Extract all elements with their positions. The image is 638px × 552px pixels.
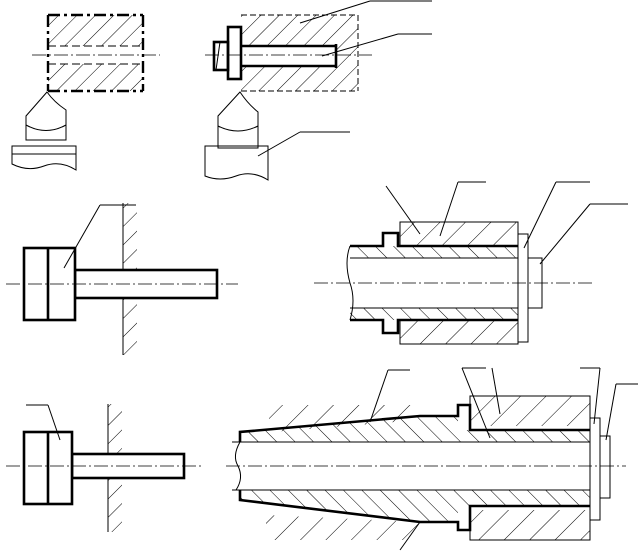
- workpiece-blank-band: [48, 46, 143, 64]
- cutting-tool: [217, 91, 259, 149]
- leader-f1: [369, 369, 389, 423]
- tapered-sleeve-top-hatch: [240, 416, 590, 442]
- tool-tip-curve: [217, 125, 259, 132]
- collar-stem: [212, 40, 230, 72]
- workpiece-bore-clear: [241, 46, 336, 66]
- leader-d3: [523, 181, 557, 249]
- washer: [589, 417, 601, 521]
- leader-f5: [605, 383, 617, 441]
- collar-break: [215, 41, 221, 71]
- view-d-bushing-assembly: [314, 181, 628, 345]
- leader-d2: [439, 181, 459, 237]
- cylindrical-housing-top-hatch: [470, 396, 590, 426]
- leader-b1: [299, 0, 371, 24]
- washer: [517, 233, 529, 343]
- bushing-top-hatch: [350, 246, 518, 258]
- leader-e1: [47, 404, 61, 441]
- tool-tip-curve: [25, 124, 67, 131]
- leader-d4: [539, 203, 591, 265]
- tapered-sleeve-bottom-hatch: [240, 490, 590, 522]
- leader-b2: [321, 33, 399, 57]
- tapered-housing-bottom-hatch: [266, 515, 420, 540]
- leader-c1: [63, 204, 101, 269]
- cutting-tool: [25, 91, 67, 141]
- leader-f2: [461, 367, 491, 439]
- housing-bottom-hatch: [400, 320, 518, 344]
- view-e-piston: [6, 404, 204, 532]
- nut: [599, 435, 611, 499]
- collar: [226, 25, 243, 81]
- leader-f6: [399, 521, 421, 551]
- view-c-piston: [6, 203, 238, 355]
- tool-holder: [204, 145, 269, 181]
- leader-b3: [257, 131, 301, 157]
- bushing-bottom-hatch: [350, 308, 518, 320]
- cylindrical-housing-bottom-hatch: [470, 510, 590, 540]
- leader-d1: [385, 185, 421, 235]
- view-a-turning: [11, 13, 160, 171]
- tool-holder: [11, 145, 77, 171]
- tapered-sleeve-outline-top: [238, 403, 590, 442]
- view-f-tapered-sleeve-assembly: [226, 367, 638, 551]
- leader-f4: [593, 367, 601, 425]
- leader-f3: [491, 367, 501, 415]
- bushing-outline-bottom: [350, 318, 518, 335]
- bushing-outline-top: [350, 231, 518, 248]
- housing-top-hatch: [400, 222, 518, 246]
- view-b-turning-on-mandrel: [204, 0, 432, 181]
- tapered-sleeve-outline-bottom: [238, 490, 590, 532]
